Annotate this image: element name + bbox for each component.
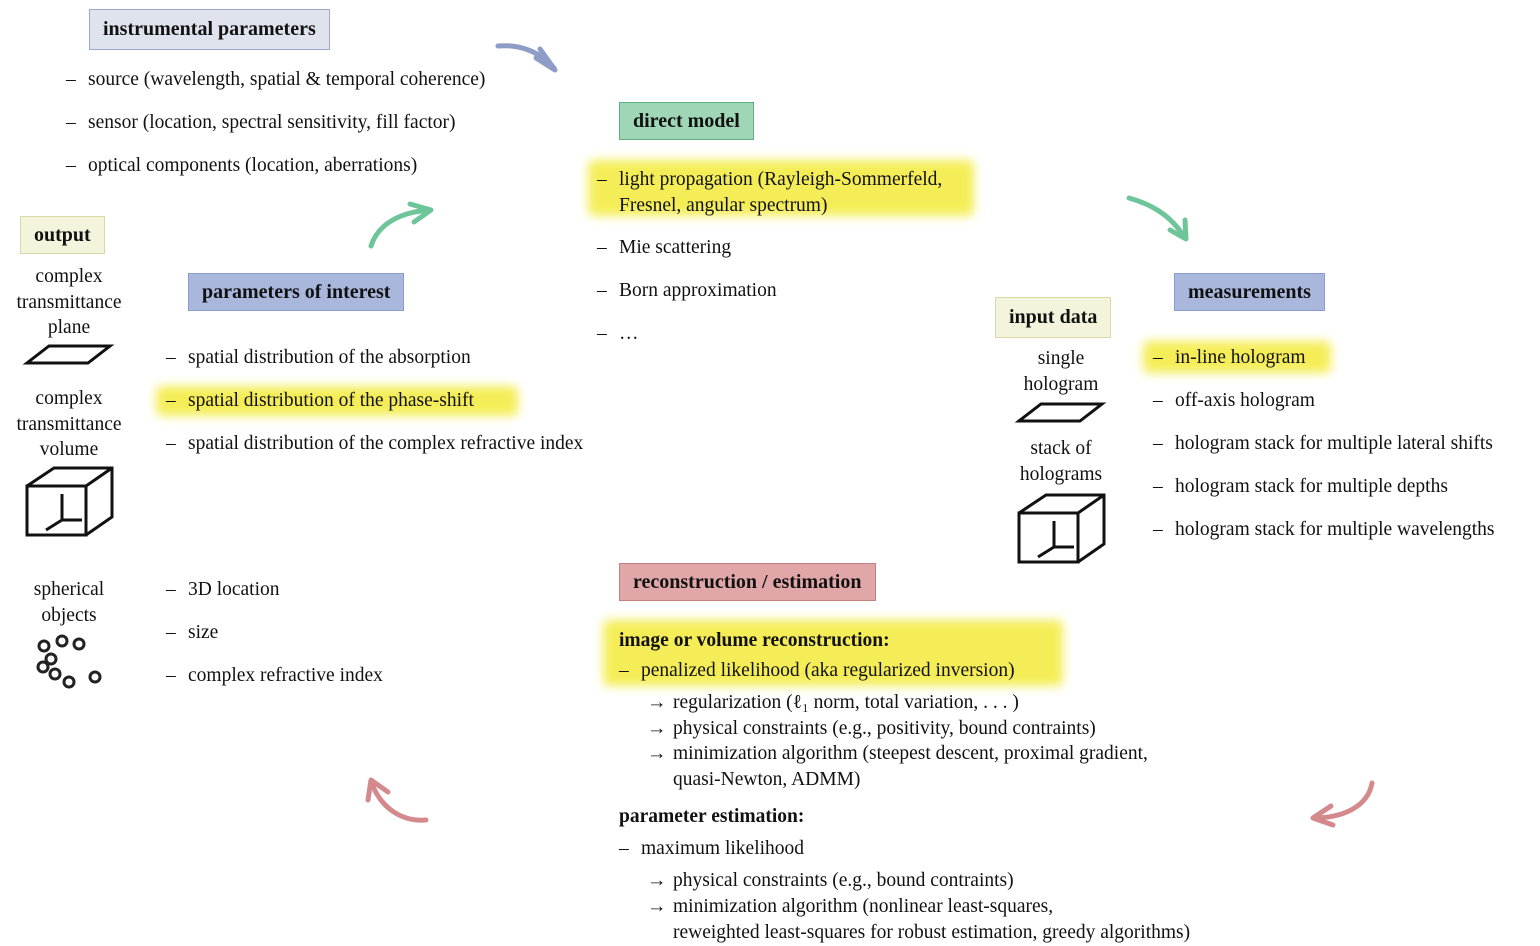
parameters-of-interest-title: parameters of interest: [202, 280, 391, 303]
arrow-red-icon: [1310, 780, 1375, 828]
list-item: –optical components (location, aberratio…: [66, 155, 418, 176]
input-data-box: input data: [995, 297, 1112, 338]
cube-icon: [1017, 493, 1106, 564]
list-item: –3D location: [166, 579, 280, 600]
sub-item: →regularization (ℓ₁ norm, total variatio…: [647, 692, 1019, 713]
sub-item: →minimization algorithm (steepest descen…: [647, 743, 1148, 790]
input-data-title: input data: [1009, 306, 1098, 328]
arrow-red-icon: [365, 777, 429, 823]
highlight: [603, 620, 1063, 686]
arrow-green-icon: [1126, 195, 1189, 242]
cube-icon: [25, 466, 114, 537]
list-item: –off-axis hologram: [1153, 390, 1315, 411]
output-title: output: [34, 223, 91, 246]
list-item: –hologram stack for multiple wavelengths: [1153, 519, 1495, 540]
list-item: –light propagation (Rayleigh-Sommerfeld,…: [597, 169, 943, 216]
sub-item: →physical constraints (e.g., bound contr…: [647, 870, 1014, 891]
highlight: [588, 160, 974, 216]
highlight: [1143, 341, 1331, 373]
list-item: –in-line hologram: [1153, 347, 1306, 368]
reconstruction-estimation-title: reconstruction / estimation: [633, 570, 862, 593]
output-box: output: [20, 216, 105, 254]
list-item: –Mie scattering: [597, 237, 732, 258]
list-item: –size: [166, 622, 219, 643]
section-heading: parameter estimation:: [619, 806, 805, 827]
highlight: [156, 386, 518, 416]
arrow-green-icon: [368, 201, 434, 249]
list-item: –spatial distribution of the phase-shift: [166, 390, 474, 411]
direct-model-title: direct model: [633, 109, 740, 132]
direct-model-box: direct model: [619, 102, 754, 140]
spherical-objects-icon: [36, 634, 102, 689]
list-item: –spatial distribution of the complex ref…: [166, 433, 584, 454]
list-item: –…: [597, 323, 639, 344]
list-item: –spatial distribution of the absorption: [166, 347, 471, 368]
sub-item: →minimization algorithm (nonlinear least…: [647, 896, 1191, 943]
instrumental-parameters-box: instrumental parameters: [89, 9, 330, 50]
list-item: –penalized likelihood (aka regularized i…: [619, 660, 1015, 681]
section-heading: image or volume reconstruction:: [619, 630, 890, 651]
parameters-of-interest-box: parameters of interest: [188, 273, 405, 311]
plane-icon: [22, 344, 115, 365]
instrumental-parameters-title: instrumental parameters: [103, 18, 316, 40]
list-item: –Born approximation: [597, 280, 777, 301]
arrow-blue-icon: [495, 43, 558, 73]
list-item: –maximum likelihood: [619, 838, 805, 859]
measurements-title: measurements: [1188, 280, 1311, 303]
plane-icon: [1014, 402, 1107, 423]
list-item: –source (wavelength, spatial & temporal …: [66, 69, 486, 90]
reconstruction-estimation-box: reconstruction / estimation: [619, 563, 876, 601]
sub-item: →physical constraints (e.g., positivity,…: [647, 718, 1096, 739]
list-item: –complex refractive index: [166, 665, 383, 686]
list-item: –hologram stack for multiple lateral shi…: [1153, 433, 1493, 454]
measurements-box: measurements: [1174, 273, 1325, 311]
list-item: –hologram stack for multiple depths: [1153, 476, 1448, 497]
list-item: –sensor (location, spectral sensitivity,…: [66, 112, 456, 133]
